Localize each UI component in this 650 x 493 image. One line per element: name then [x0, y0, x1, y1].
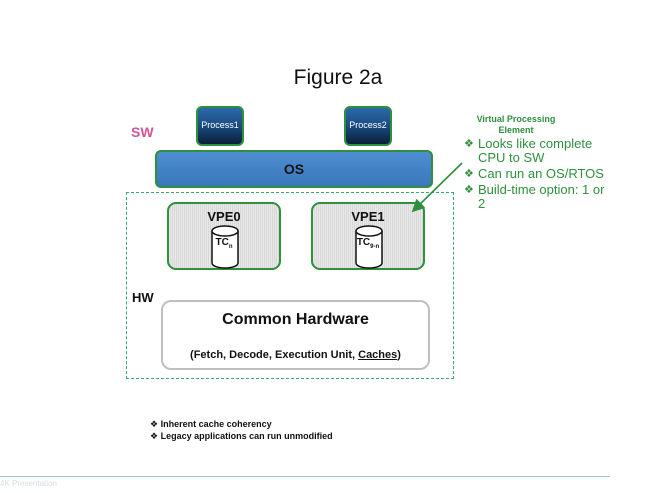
hw-boundary	[126, 192, 454, 379]
process1-block: Process1	[196, 106, 244, 146]
process2-block: Process2	[344, 106, 392, 146]
diamond-bullet-icon: ❖	[150, 431, 161, 441]
list-item: ❖ Build-time option: 1 or 2	[464, 182, 605, 211]
vpe-bullet-list: ❖ Looks like complete CPU to SW ❖ Can ru…	[464, 137, 614, 213]
vpe0-block: VPE0 TCn	[167, 202, 281, 270]
list-item: ❖ Inherent cache coherency	[150, 419, 272, 429]
vpe1-title: VPE1	[351, 209, 385, 224]
common-hardware-block: Common Hardware (Fetch, Decode, Executio…	[161, 300, 430, 370]
diamond-bullet-icon: ❖	[464, 138, 474, 150]
os-layer: OS	[155, 150, 433, 188]
common-hardware-title: Common Hardware	[222, 311, 369, 328]
footer-divider	[0, 476, 610, 477]
cylinder-icon	[355, 225, 383, 269]
common-hardware-subtitle: (Fetch, Decode, Execution Unit, Caches)	[190, 349, 401, 361]
diamond-bullet-icon: ❖	[464, 168, 474, 180]
list-item: ❖ Looks like complete CPU to SW	[464, 136, 593, 165]
tc-label-vpe1: TC9-n	[356, 237, 380, 250]
vpe1-block: VPE1 TC9-n	[311, 202, 425, 270]
list-item: ❖ Can run an OS/RTOS	[464, 166, 604, 181]
list-item: ❖ Legacy applications can run unmodified	[150, 431, 333, 441]
os-label: OS	[283, 161, 305, 177]
notes-list: ❖ Inherent cache coherency ❖ Legacy appl…	[150, 418, 333, 442]
diamond-bullet-icon: ❖	[464, 184, 474, 196]
cylinder-icon	[211, 225, 239, 269]
tc-label-vpe0: TCn	[215, 237, 233, 250]
process1-label: Process1	[201, 120, 239, 130]
pointer-arrow	[411, 162, 463, 213]
process2-label: Process2	[349, 120, 387, 130]
vpe0-title: VPE0	[207, 209, 241, 224]
hw-label: HW	[132, 290, 154, 305]
footer-text: 4K Presentation	[0, 479, 57, 488]
figure-title: Figure 2a	[293, 66, 383, 89]
vpe-note-title: Virtual Processing Element	[476, 114, 556, 135]
diamond-bullet-icon: ❖	[150, 419, 161, 429]
sw-label: SW	[131, 124, 154, 140]
